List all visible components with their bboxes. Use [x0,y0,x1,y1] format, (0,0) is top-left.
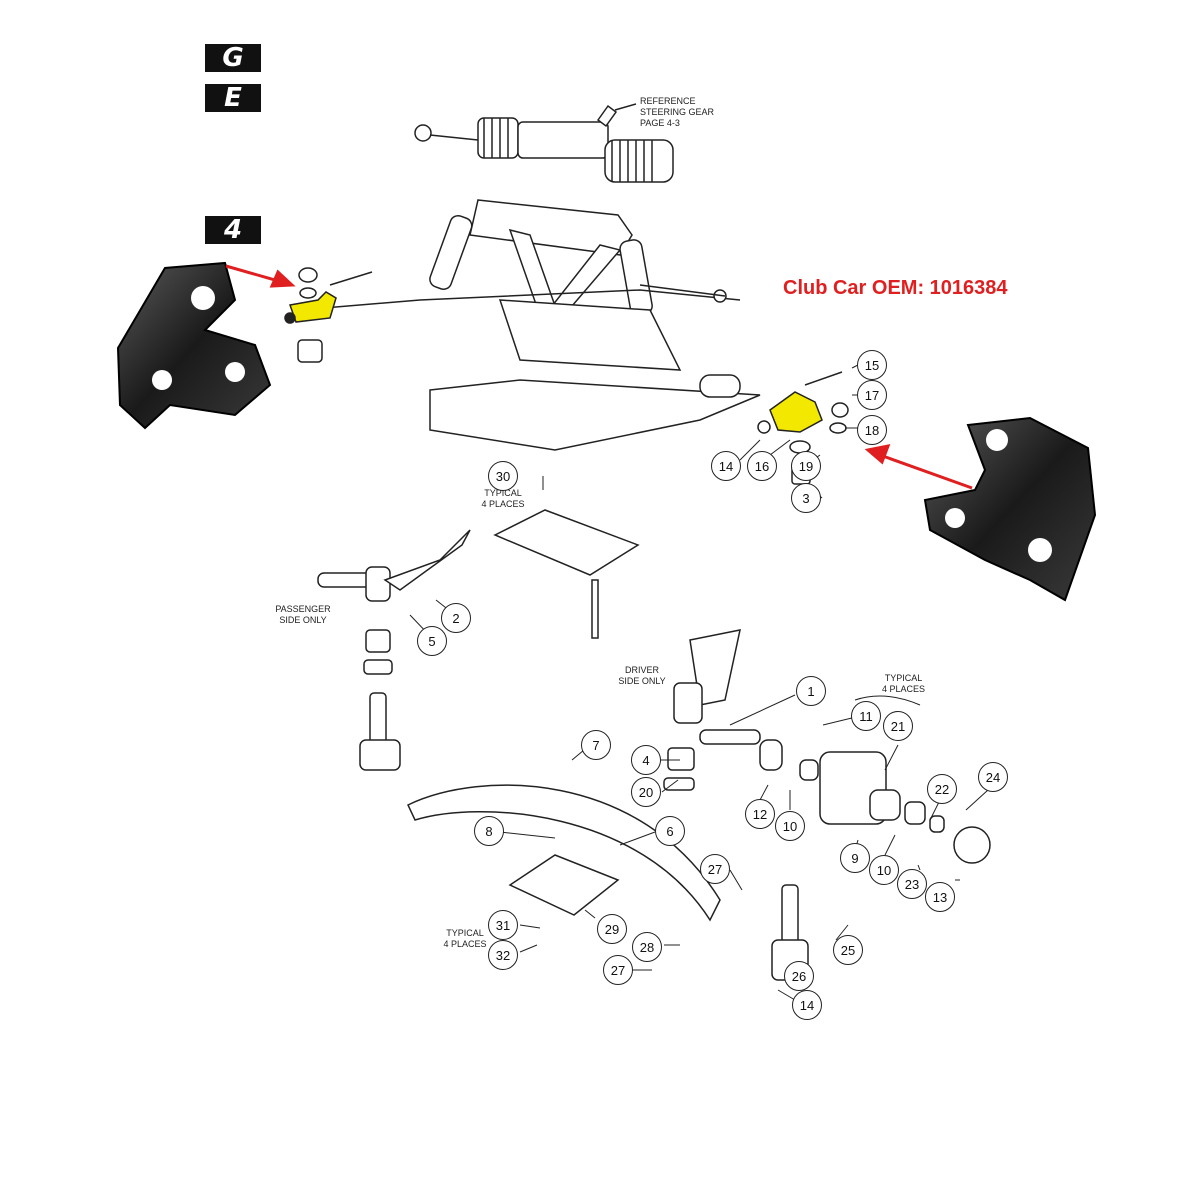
note-line: TYPICAL [884,673,923,683]
note-line: 4 PLACES [481,499,525,509]
callout-10: 10 [775,811,805,841]
callout-7: 7 [581,730,611,760]
note-line: DRIVER [624,665,659,675]
callout-8: 8 [474,816,504,846]
lower-assembly-drawing [317,509,991,981]
callout-27: 27 [700,854,730,884]
note-passenger-side: PASSENGER SIDE ONLY [268,604,338,626]
callout-9: 9 [840,843,870,873]
note-typical-hub: TYPICAL 4 PLACES [876,673,931,695]
callout-17: 17 [857,380,887,410]
reference-note-line-1: REFERENCE [640,96,696,106]
reference-note-line-2: STEERING GEAR [640,107,715,117]
callout-20: 20 [631,777,661,807]
bracket-photo-right [923,416,1097,602]
note-driver-side: DRIVER SIDE ONLY [612,665,672,687]
reference-note: REFERENCE STEERING GEAR PAGE 4-3 [640,96,714,129]
callout-5: 5 [417,626,447,656]
callout-28: 28 [632,932,662,962]
callout-2: 2 [441,603,471,633]
highlighted-bracket-left [288,291,337,323]
note-line: 4 PLACES [443,939,487,949]
callout-30: 30 [488,461,518,491]
callout-13: 13 [925,882,955,912]
callout-32: 32 [488,940,518,970]
note-line: 4 PLACES [881,684,926,694]
callout-29: 29 [597,914,627,944]
callout-21: 21 [883,711,913,741]
callout-27: 27 [603,955,633,985]
section-tab-e: E [205,84,261,112]
note-line: SIDE ONLY [618,676,666,686]
note-line: PASSENGER [275,604,331,614]
highlighted-bracket-right [769,391,823,433]
callout-4: 4 [631,745,661,775]
hub-brace [854,695,921,706]
bracket-photo-left [116,261,272,430]
reference-note-line-3: PAGE 4-3 [640,118,680,128]
steering-gear-drawing [414,103,674,183]
section-tab-4: 4 [205,216,261,244]
callout-31: 31 [488,910,518,940]
callout-14: 14 [792,990,822,1020]
callout-6: 6 [655,816,685,846]
arrow-right [879,453,973,490]
callout-25: 25 [833,935,863,965]
callout-22: 22 [927,774,957,804]
callout-11: 11 [851,701,881,731]
callout-24: 24 [978,762,1008,792]
callout-23: 23 [897,869,927,899]
callout-1: 1 [796,676,826,706]
pointer-arrows [225,264,973,490]
callout-12: 12 [745,799,775,829]
note-typical-plate: TYPICAL 4 PLACES [478,488,528,510]
callout-10: 10 [869,855,899,885]
note-line: TYPICAL [484,488,522,498]
frame-assembly-drawing [299,199,761,451]
callout-15: 15 [857,350,887,380]
oem-part-label: Club Car OEM: 1016384 [783,277,1008,299]
note-line: SIDE ONLY [279,615,327,625]
note-typical-nuts: TYPICAL 4 PLACES [440,928,490,950]
arrow-left [225,264,283,284]
callout-layer [409,363,989,1001]
passenger-bracket-group [284,267,373,363]
callout-3: 3 [791,483,821,513]
note-line: TYPICAL [446,928,484,938]
callout-26: 26 [784,961,814,991]
callout-14: 14 [711,451,741,481]
callout-18: 18 [857,415,887,445]
callout-16: 16 [747,451,777,481]
section-tab-g: G [205,44,261,72]
callout-19: 19 [791,451,821,481]
